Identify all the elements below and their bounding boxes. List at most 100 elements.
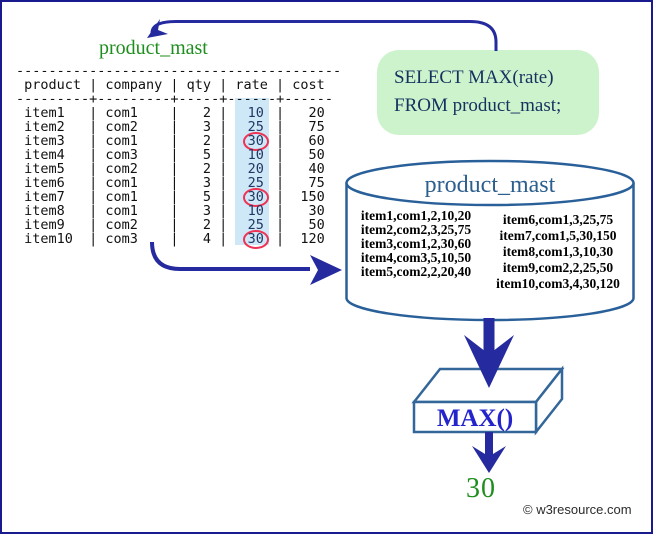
column-divider: | xyxy=(170,161,179,177)
company-cell: com1 xyxy=(105,105,138,121)
qty-cell: 5 xyxy=(202,147,212,163)
arrow-table-to-cylinder xyxy=(150,241,342,285)
cost-cell: 120 xyxy=(300,231,325,247)
column-divider: | xyxy=(219,147,228,163)
cost-cell: 150 xyxy=(300,189,325,205)
qty-cell: 2 xyxy=(202,133,212,149)
column-divider: | xyxy=(89,105,98,121)
header-rate: rate xyxy=(235,77,268,93)
company-cell: com2 xyxy=(105,161,138,177)
rate-column-highlight xyxy=(235,98,269,245)
column-divider: | xyxy=(276,147,285,163)
database-cylinder: product_mast item1,com1,2,10,20 item2,co… xyxy=(345,159,635,322)
table-row: item8|com1|3|10|30 xyxy=(16,204,341,218)
db-row: item2,com2,3,25,75 xyxy=(361,222,471,237)
company-cell: com2 xyxy=(105,119,138,135)
rate-circled-max: 30 xyxy=(242,188,269,207)
company-cell: com1 xyxy=(105,175,138,191)
rate-cell: 30 xyxy=(227,132,276,151)
company-cell: com1 xyxy=(105,133,138,149)
column-divider: | xyxy=(89,133,98,149)
column-divider: | xyxy=(276,105,285,121)
rate-cell: 20 xyxy=(247,161,264,177)
cost-cell: 60 xyxy=(308,133,325,149)
rate-cell: 30 xyxy=(227,188,276,207)
cost-cell: 50 xyxy=(308,217,325,233)
cost-cell: 75 xyxy=(308,175,325,191)
header-qty: qty xyxy=(186,77,212,93)
column-divider: | xyxy=(276,161,285,177)
sql-query-box: SELECT MAX(rate) FROM product_mast; xyxy=(377,50,599,135)
table-row: item9|com2|2|25|50 xyxy=(16,218,341,232)
column-divider: | xyxy=(219,77,228,93)
column-divider: | xyxy=(276,119,285,135)
table-row: item4|com3|5|10|50 xyxy=(16,148,341,162)
column-divider: | xyxy=(170,175,179,191)
qty-cell: 5 xyxy=(202,189,212,205)
column-divider: | xyxy=(89,147,98,163)
arrow-max-to-result xyxy=(472,432,506,473)
column-divider: | xyxy=(89,119,98,135)
rate-cell: 30 xyxy=(227,230,276,249)
company-cell: com1 xyxy=(105,189,138,205)
db-row: item7,com1,5,30,150 xyxy=(500,228,617,243)
cost-cell: 75 xyxy=(308,119,325,135)
table-separator-line: ---------+---------+-----+------+------ xyxy=(16,91,333,107)
cost-cell: 40 xyxy=(308,161,325,177)
column-divider: | xyxy=(89,217,98,233)
column-divider: | xyxy=(170,133,179,149)
max-function-label: MAX() xyxy=(437,405,513,432)
product-cell: item9 xyxy=(24,217,65,233)
product-cell: item6 xyxy=(24,175,65,191)
column-divider: | xyxy=(219,203,228,219)
rate-cell: 25 xyxy=(247,119,264,135)
table-top-line: ---------------------------------------- xyxy=(16,63,342,79)
column-divider: | xyxy=(89,175,98,191)
cylinder-title: product_mast xyxy=(425,172,556,198)
header-product: product xyxy=(24,77,82,93)
column-divider: | xyxy=(219,175,228,191)
cost-cell: 20 xyxy=(308,105,325,121)
column-divider: | xyxy=(170,217,179,233)
column-divider: | xyxy=(89,161,98,177)
column-divider: | xyxy=(219,217,228,233)
db-row: item6,com1,3,25,75 xyxy=(503,212,613,227)
column-divider: | xyxy=(276,189,285,205)
table-row: item5|com2|2|20|40 xyxy=(16,162,341,176)
product-cell: item4 xyxy=(24,147,65,163)
column-divider: | xyxy=(170,147,179,163)
result-value: 30 xyxy=(466,473,496,504)
table-row: item2|com2|3|25|75 xyxy=(16,120,341,134)
qty-cell: 2 xyxy=(202,217,212,233)
product-cell: item8 xyxy=(24,203,65,219)
qty-cell: 2 xyxy=(202,161,212,177)
qty-cell: 3 xyxy=(202,203,212,219)
table-header-row: product|company|qty|rate|cost xyxy=(16,78,341,92)
column-divider: | xyxy=(170,77,179,93)
product-cell: item7 xyxy=(24,189,65,205)
table-row: item6|com1|3|25|75 xyxy=(16,176,341,190)
column-divider: | xyxy=(219,105,228,121)
db-row: item4,com3,5,10,50 xyxy=(361,250,471,265)
db-row: item10,com3,4,30,120 xyxy=(496,276,620,291)
column-divider: | xyxy=(219,189,228,205)
cost-cell: 30 xyxy=(308,203,325,219)
product-cell: item1 xyxy=(24,105,65,121)
column-divider: | xyxy=(170,105,179,121)
column-divider: | xyxy=(276,231,285,247)
column-divider: | xyxy=(276,133,285,149)
column-divider: | xyxy=(89,189,98,205)
max-function-box: MAX() xyxy=(411,365,565,436)
rate-cell: 25 xyxy=(247,217,264,233)
rate-cell: 10 xyxy=(247,203,264,219)
copyright-text: © w3resource.com xyxy=(523,502,632,517)
qty-cell: 3 xyxy=(202,175,212,191)
db-row: item9,com2,2,25,50 xyxy=(503,260,613,275)
column-divider: | xyxy=(170,189,179,205)
table-row: item3|com1|2|30|60 xyxy=(16,132,341,151)
product-table: ----------------------------------------… xyxy=(16,63,342,249)
column-divider: | xyxy=(219,119,228,135)
column-divider: | xyxy=(276,77,285,93)
product-cell: item5 xyxy=(24,161,65,177)
